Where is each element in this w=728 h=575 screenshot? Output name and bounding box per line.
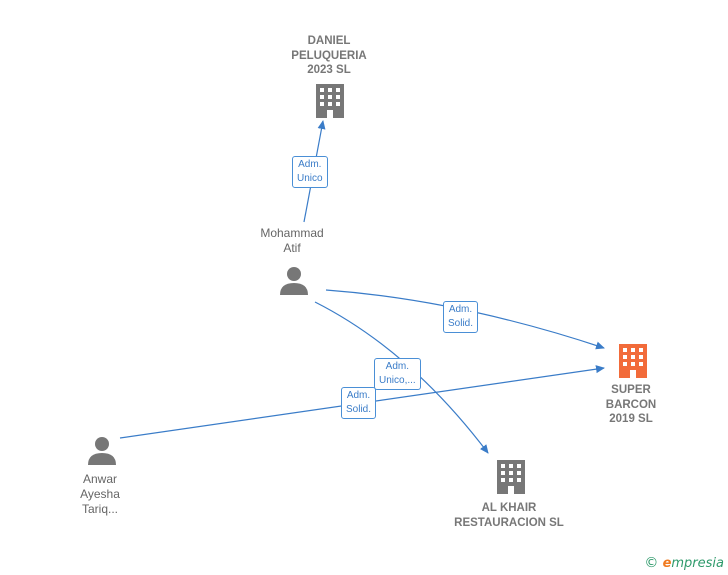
- person-icon[interactable]: [280, 267, 308, 295]
- brand-logo-e: e: [662, 556, 672, 571]
- node-label-anwar[interactable]: Anwar Ayesha Tariq...: [80, 472, 120, 516]
- relation-label[interactable]: Adm. Unico,...: [374, 358, 421, 390]
- building-icon[interactable]: [619, 344, 647, 378]
- relation-label[interactable]: Adm. Solid.: [443, 301, 479, 333]
- relation-label[interactable]: Adm. Unico: [292, 156, 328, 188]
- building-icon[interactable]: [316, 84, 344, 118]
- node-label-super-barcon[interactable]: SUPER BARCON 2019 SL: [605, 384, 657, 425]
- node-label-mohammad[interactable]: Mohammad Atif: [260, 226, 324, 255]
- node-label-daniel[interactable]: DANIEL PELUQUERIA 2023 SL: [291, 35, 367, 76]
- node-label-al-khair[interactable]: AL KHAIR RESTAURACION SL: [454, 502, 564, 529]
- copyright-symbol: ©: [644, 555, 659, 571]
- building-icon[interactable]: [497, 460, 525, 494]
- person-icon[interactable]: [88, 437, 116, 465]
- brand-name: mpresia: [671, 556, 724, 571]
- brand-footer: © empresia: [644, 555, 724, 571]
- relation-label[interactable]: Adm. Solid.: [341, 387, 377, 419]
